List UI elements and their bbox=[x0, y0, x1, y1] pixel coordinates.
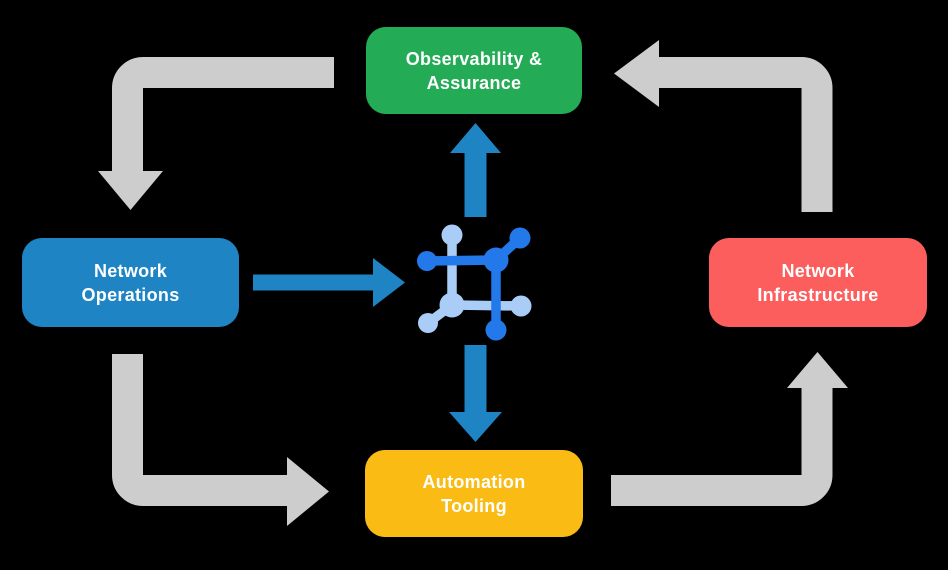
node-label-line1: Automation bbox=[422, 471, 526, 492]
blue-arrow-head-up bbox=[450, 123, 501, 153]
blue-arrow-head-right bbox=[373, 258, 405, 307]
node-label-line1: Network bbox=[93, 260, 168, 281]
arrow-head-up bbox=[787, 352, 848, 388]
arrow-icon-to-observability bbox=[450, 123, 501, 217]
arrow-head-down bbox=[98, 171, 163, 210]
arrow-elbow-shaft bbox=[112, 57, 334, 172]
blue-arrow-shaft bbox=[253, 274, 374, 291]
arrow-head-right bbox=[287, 457, 329, 526]
arrow-automation-to-infrastructure bbox=[611, 352, 848, 506]
arrow-elbow-shaft bbox=[611, 388, 833, 506]
arrow-elbow-shaft bbox=[659, 57, 833, 212]
icon-dark-blue-parts bbox=[417, 227, 531, 341]
node-observability-assurance: Observability & Assurance bbox=[366, 27, 582, 114]
blue-arrow-shaft bbox=[464, 152, 487, 217]
node-label-line2: Operations bbox=[81, 284, 180, 305]
network-automation-icon bbox=[417, 224, 532, 341]
icon-light-blue-parts bbox=[418, 224, 532, 333]
arrow-infrastructure-to-observability bbox=[614, 40, 833, 212]
node-label-line1: Network bbox=[781, 260, 855, 281]
arrow-operations-to-automation bbox=[112, 354, 329, 526]
blue-arrow-shaft bbox=[464, 345, 487, 412]
node-network-operations: Network Operations bbox=[22, 238, 239, 327]
arrow-head-left bbox=[614, 40, 659, 107]
node-label-line2: Infrastructure bbox=[757, 284, 879, 305]
node-label-line2: Tooling bbox=[441, 495, 507, 516]
blue-arrow-head-down bbox=[449, 412, 502, 442]
arrow-operations-to-icon bbox=[253, 258, 405, 307]
arrow-observability-to-operations bbox=[98, 57, 334, 210]
arrow-icon-to-automation bbox=[449, 345, 502, 442]
node-network-infrastructure: Network Infrastructure bbox=[709, 238, 927, 327]
arrow-elbow-shaft bbox=[112, 354, 288, 506]
node-label-line1: Observability & bbox=[405, 48, 543, 69]
node-automation-tooling: Automation Tooling bbox=[365, 450, 583, 537]
node-label-line2: Assurance bbox=[426, 72, 522, 93]
